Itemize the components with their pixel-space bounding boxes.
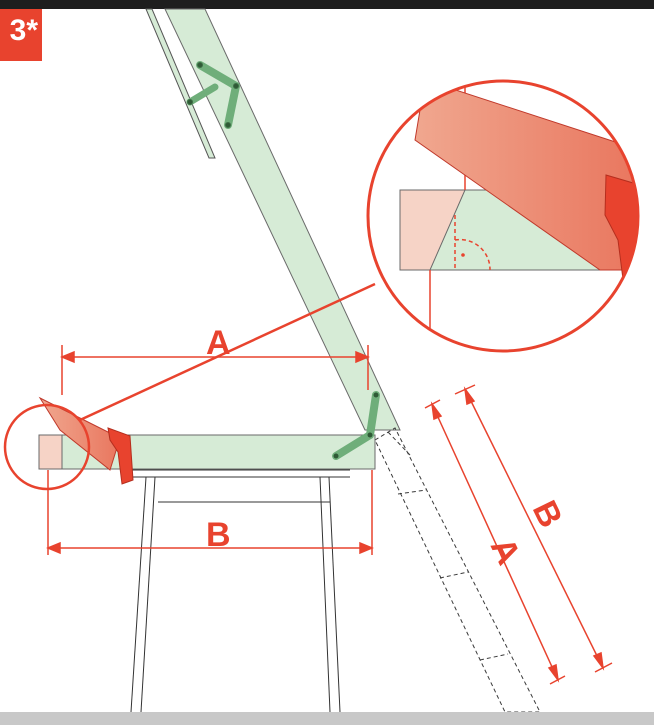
dimension-b-horizontal [46, 470, 374, 555]
bottom-bar [0, 712, 654, 725]
label-b-horizontal: B [206, 516, 231, 554]
support-table [130, 469, 350, 713]
label-b-angled: B [525, 495, 570, 534]
cut-off-piece [38, 434, 63, 470]
top-bar [0, 0, 654, 9]
step-badge: 3* [0, 9, 42, 61]
dimension-b-angled [454, 384, 613, 673]
ceiling-rod [145, 8, 216, 159]
upper-hinge [186, 61, 240, 129]
ladder-upper-board [164, 8, 401, 431]
ladder-lower-dashed [374, 427, 541, 713]
handsaw-small [38, 396, 134, 485]
label-a-angled: A [483, 532, 528, 571]
zoom-connector-top [79, 282, 376, 422]
lower-hinge [332, 391, 380, 460]
label-a-horizontal: A [206, 324, 231, 362]
dimension-a-angled [424, 399, 566, 685]
dimension-a-horizontal [60, 345, 370, 395]
zoom-detail-circle [366, 79, 640, 353]
detail-marker-circle [3, 403, 91, 491]
